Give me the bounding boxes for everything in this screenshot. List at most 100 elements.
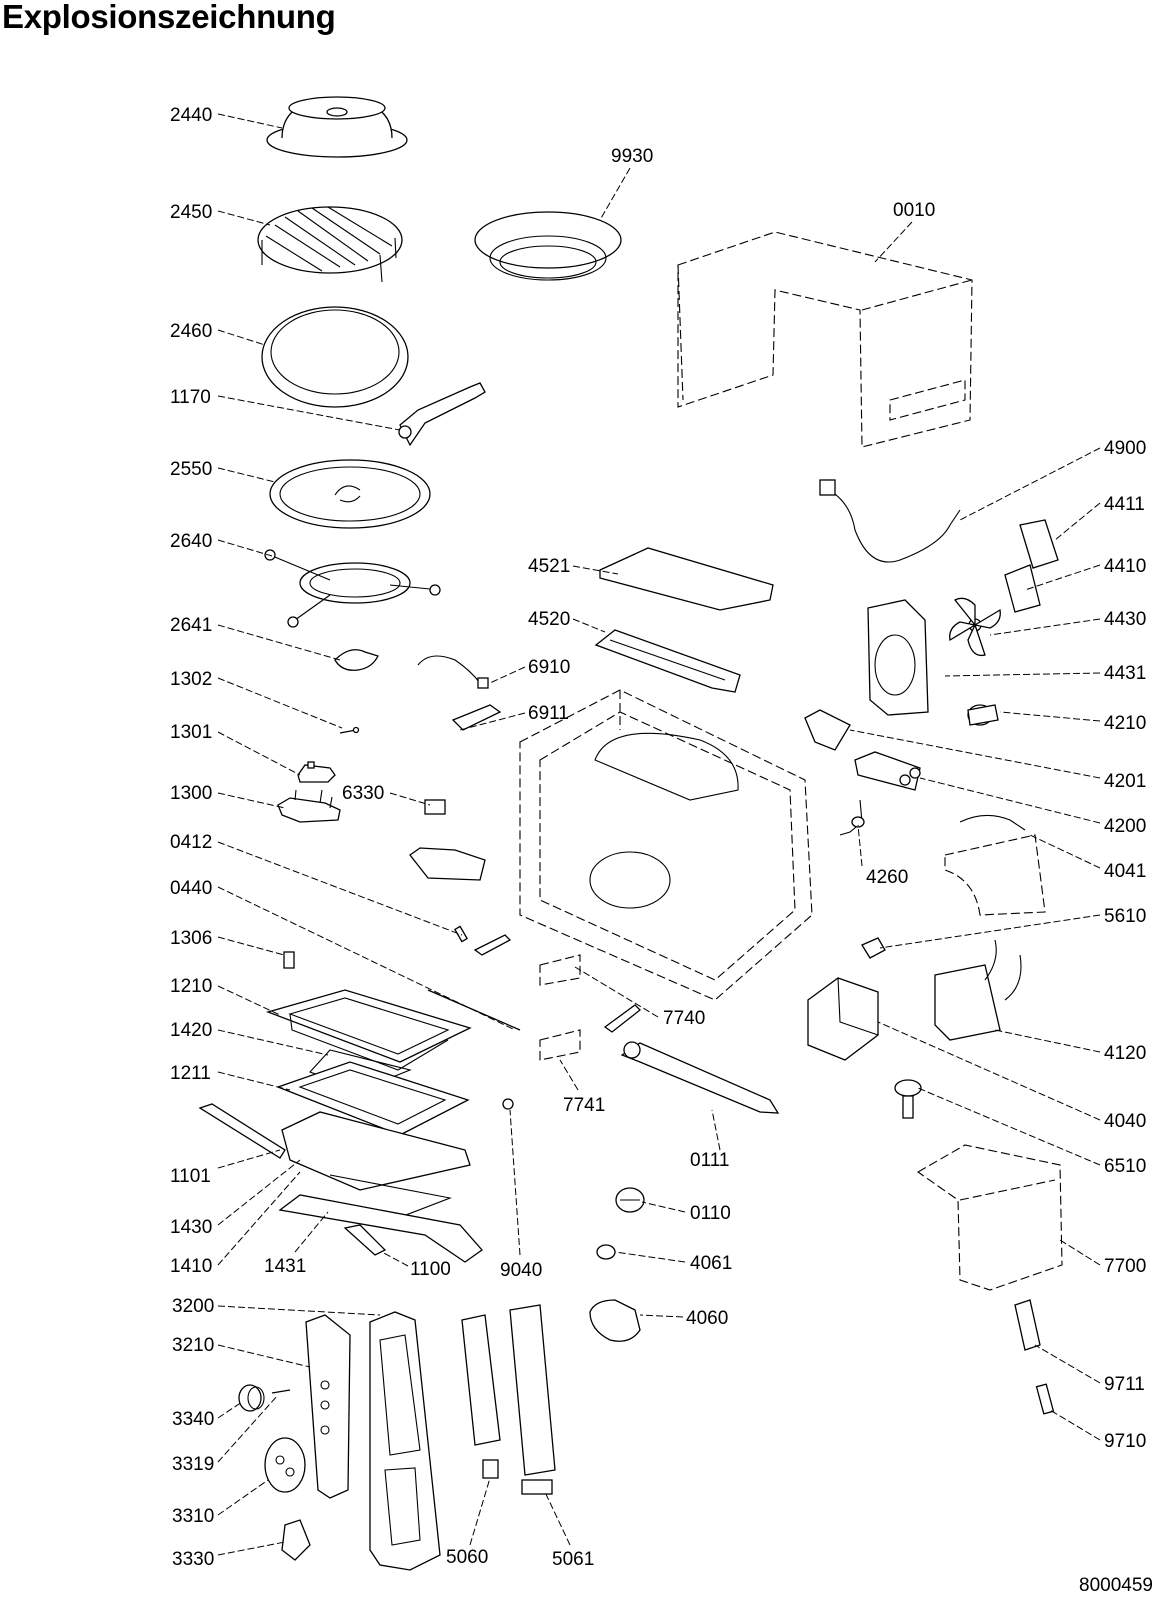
- label-1100: 1100: [410, 1259, 451, 1280]
- part-0412-blade: [473, 934, 512, 956]
- part-3210-control-panel-frame: [305, 1314, 351, 1499]
- part-4260-diode: [839, 799, 865, 836]
- label-4521: 4521: [528, 556, 570, 577]
- part-4120-magnetron: [934, 939, 1022, 1041]
- label-4120: 4120: [1104, 1043, 1146, 1064]
- part-4060-motor: [589, 1299, 641, 1342]
- label-7740: 7740: [663, 1008, 705, 1029]
- part-1210-door-frame: [265, 989, 472, 1071]
- part-5610-clip: [861, 937, 886, 959]
- part-1100-choke-cover: [343, 1224, 387, 1256]
- part-number-labels: 2440 9930 2450 0010 2460 1170 2550 4900 …: [170, 105, 1146, 1570]
- part-6330-connector: [409, 799, 486, 881]
- label-3200: 3200: [172, 1296, 214, 1317]
- part-3200-panel-board: [369, 1311, 441, 1571]
- part-4201-holder: [804, 709, 851, 751]
- part-1300-switch-holder: [277, 789, 341, 823]
- part-4411-bracket: [1019, 519, 1059, 569]
- label-5060: 5060: [446, 1547, 488, 1568]
- label-3319: 3319: [172, 1454, 214, 1475]
- label-9930: 9930: [611, 146, 653, 167]
- label-5061: 5061: [552, 1549, 594, 1570]
- label-4041: 4041: [1104, 861, 1146, 882]
- part-9040: [502, 1098, 514, 1110]
- part-9930-crisp-plate: [474, 211, 622, 281]
- label-4040: 4040: [1104, 1111, 1146, 1132]
- part-0412: [454, 925, 468, 943]
- label-4061: 4061: [690, 1253, 732, 1274]
- label-4201: 4201: [1104, 771, 1146, 792]
- label-9040: 9040: [500, 1260, 542, 1281]
- part-7741-shield: [539, 1029, 581, 1061]
- part-7740-shield: [539, 954, 581, 986]
- label-6910: 6910: [528, 657, 570, 678]
- label-4410: 4410: [1104, 556, 1146, 577]
- label-2641: 2641: [170, 615, 212, 636]
- part-4041-waveguide: [944, 814, 1046, 916]
- label-3310: 3310: [172, 1506, 214, 1527]
- part-4410-fan-motor: [1004, 564, 1041, 613]
- part-4521-cover: [599, 547, 774, 611]
- part-4200-capacitor: [854, 751, 921, 791]
- label-0010: 0010: [893, 200, 935, 221]
- part-4430-fan-blade: [949, 597, 1001, 657]
- label-3210: 3210: [172, 1335, 214, 1356]
- part-3330-timer: [281, 1519, 311, 1561]
- part-1431-door-lower: [278, 1194, 483, 1263]
- label-6330: 6330: [342, 783, 384, 804]
- part-1301-latch: [297, 761, 336, 783]
- part-2640-roller-ring: [264, 549, 441, 628]
- part-0111-lever: [620, 1041, 780, 1114]
- label-4520: 4520: [528, 609, 570, 630]
- label-2460: 2460: [170, 321, 212, 342]
- part-3319-spring: [271, 1389, 291, 1394]
- label-1410: 1410: [170, 1256, 212, 1277]
- label-4060: 4060: [686, 1308, 728, 1329]
- label-1431: 1431: [264, 1256, 306, 1277]
- label-0111: 0111: [690, 1150, 729, 1171]
- part-1170-handle: [398, 382, 486, 447]
- part-5061-board: [509, 1304, 556, 1495]
- leader-lines: [217, 113, 1101, 1556]
- label-1430: 1430: [170, 1217, 212, 1238]
- page-title: Explosionszeichnung: [2, 0, 336, 35]
- part-4520-heater: [594, 629, 741, 693]
- part-1101-handle-trim: [198, 1103, 286, 1159]
- label-7741: 7741: [563, 1095, 605, 1116]
- label-7700: 7700: [1104, 1256, 1146, 1277]
- label-6510: 6510: [1104, 1156, 1146, 1177]
- label-1306: 1306: [170, 928, 212, 949]
- label-0440: 0440: [170, 878, 212, 899]
- part-4431-fan-housing: [867, 599, 929, 716]
- label-4430: 4430: [1104, 609, 1146, 630]
- label-1101: 1101: [170, 1166, 211, 1187]
- label-4411: 4411: [1104, 494, 1145, 515]
- part-4061-washer: [596, 1244, 616, 1260]
- part-2460-tray: [261, 306, 409, 408]
- label-5610: 5610: [1104, 906, 1146, 927]
- part-2550-glass-plate: [269, 459, 431, 529]
- part-7740-clip: [603, 1004, 641, 1033]
- label-9710: 9710: [1104, 1431, 1146, 1452]
- part-2641-coupler: [334, 649, 379, 671]
- label-4900: 4900: [1104, 438, 1146, 459]
- part-6911-sensor: [451, 704, 502, 731]
- part-0110-roller: [615, 1187, 645, 1213]
- label-3340: 3340: [172, 1409, 214, 1430]
- part-3310-dial-plate: [264, 1437, 306, 1493]
- label-1301: 1301: [170, 722, 212, 743]
- part-4900-mains-cable: [819, 479, 961, 563]
- part-3340-knob: [238, 1384, 265, 1412]
- part-6510-thermostat: [894, 1079, 922, 1119]
- label-9711: 9711: [1104, 1374, 1145, 1395]
- label-1420: 1420: [170, 1020, 212, 1041]
- label-1170: 1170: [170, 387, 211, 408]
- part-5060-board: [461, 1314, 501, 1479]
- label-4431: 4431: [1104, 663, 1146, 684]
- part-4210-capacitor: [967, 704, 999, 726]
- part-7700-base-frame: [916, 1144, 1063, 1291]
- label-4200: 4200: [1104, 816, 1146, 837]
- label-1210: 1210: [170, 976, 212, 997]
- label-6911: 6911: [528, 703, 569, 724]
